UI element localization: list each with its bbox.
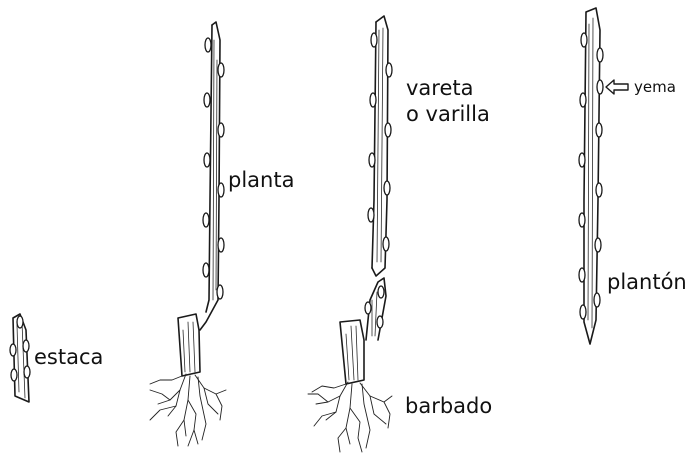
label-planton: plantón — [607, 272, 687, 293]
estaca-cutting — [10, 314, 30, 402]
planta-roots — [150, 374, 226, 446]
planta-plant — [150, 22, 226, 446]
label-yema: yema — [634, 80, 676, 95]
barbado-roots — [308, 382, 392, 452]
yema-arrow-icon — [606, 80, 628, 94]
label-barbado: barbado — [405, 396, 492, 417]
label-estaca: estaca — [34, 347, 103, 368]
vareta-scion — [368, 16, 392, 276]
label-planta: planta — [228, 170, 294, 191]
barbado-rootstock — [308, 278, 392, 452]
planton-rod — [579, 8, 603, 344]
label-vareta: vareta — [406, 78, 474, 99]
label-o-varilla: o varilla — [406, 104, 490, 125]
